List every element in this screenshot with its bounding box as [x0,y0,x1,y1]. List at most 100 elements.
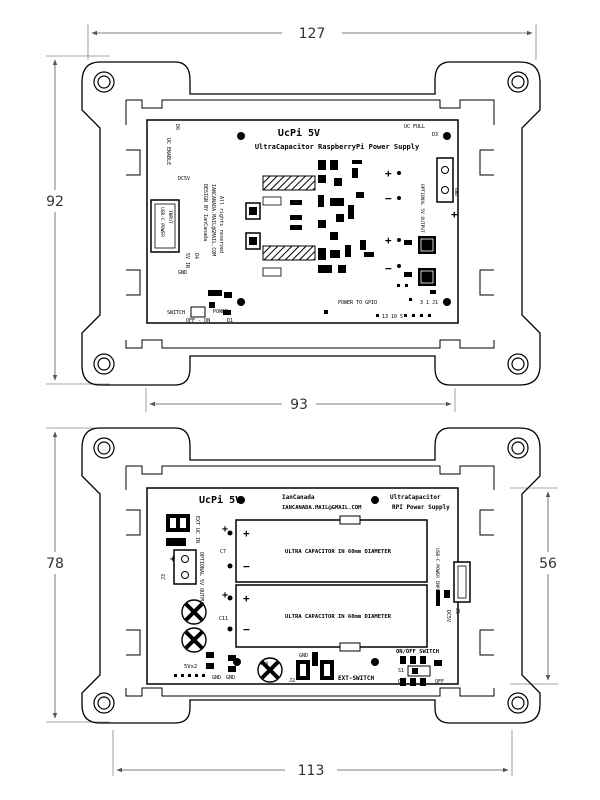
dim-top-height: 92 [46,55,110,385]
dim-label-78: 78 [46,556,64,572]
inner-rails-top [125,99,495,349]
j3-label: J3 [161,574,167,580]
pcb-bottom-content: UcPi 5V IanCanada IANCANADA.MAIL@GMAIL.C… [161,494,471,686]
dim-top-inner: 93 [145,388,456,413]
dim-label-127: 127 [299,26,326,42]
bottom-author: IanCanada [282,494,315,501]
inner-rails-bottom [125,465,495,697]
case-outline-top [81,61,541,386]
pcb-top [146,119,459,324]
c7-plus: + [222,524,228,535]
dim-bottom-width: 113 [112,730,513,779]
power-to-gpio-label: POWER TO GPIO [338,300,377,306]
gnd-pads [174,652,236,677]
top-email: IANCANADA.MAIL@GMAIL.COM [210,184,216,256]
d1-label: D1 [227,318,233,324]
case-outline-bottom [81,427,541,724]
c5v2-label: 5Vx2 [184,664,197,670]
on-off-switch-label: ON/OFF SWITCH [396,649,439,655]
bottom-terminal-j3 [173,549,197,585]
inductors [245,202,261,250]
top-output-plus: + [451,208,458,221]
dim-label-113: 113 [298,763,325,779]
uc-full-label: UC FULL [404,124,425,130]
d3-label: D3 [432,132,438,138]
usb-c-connector-bottom [453,561,471,603]
usb-c-power-label: USB-C POWER [159,207,165,237]
gnd-label-c: GND [299,653,308,659]
vin-5v-label: 5V IN [184,253,190,268]
top-subtitle: UltraCapacitor RaspberryPi Power Supply [255,143,420,151]
off-label: OFF [435,679,444,685]
usb-c-connector [150,199,180,253]
top-plus-1: + [385,167,392,180]
bottom-dc5v-label: DC5V [445,610,451,622]
cap2-plus: + [243,592,250,605]
rights-label: All rights reserved [218,196,224,253]
j5-label: J5 [454,608,460,614]
dim-bottom-inner-height: 56 [510,487,558,685]
uc-enable-label: UC ENABLE [165,138,171,165]
top-terminal-block [436,157,454,203]
j1-numbers: 3 1 J1 [420,300,438,306]
dim-label-93: 93 [290,397,308,413]
on-off-switch [407,665,431,677]
top-minus-2: − [385,262,392,275]
bottom-view: 78 56 113 [46,427,558,779]
bottom-product-2: RPI Power Supply [392,504,450,511]
top-optional-output-label: OPTIONAL 5V OUTPUT [419,184,425,233]
hatched-resistor-1 [262,175,316,191]
gnd-label-a: GND [212,675,221,681]
top-dc5v-label: DC5V [178,176,190,182]
c7-label: C7 [220,549,226,555]
dim-top-width: 127 [87,24,537,60]
top-gnd-left: GND [178,270,187,276]
usb-c-power-input-label: USB-C POWER INPUT [434,548,440,594]
on-label: ON [398,679,404,685]
ext-uc-in-label: EXT UC IN [194,516,200,543]
d6-label: D6 [174,124,180,130]
pcb-top-content: UcPi 5V UltraCapacitor RaspberryPi Power… [150,124,459,324]
d4-label: D4 [193,253,199,259]
power-label: POWER [213,309,229,315]
bottom-email: IANCANADA.MAIL@GMAIL.COM [282,505,362,511]
mount-holes-top [93,71,529,375]
j2-label: J2 [289,678,295,684]
ultracap-2-label: ULTRA CAPACITOR IN 60mm DIAMETER [285,614,392,620]
gnd-label-b: GND [226,675,235,681]
top-gnd-right: GND [453,188,459,196]
usb-input-label: INPUT [167,210,173,224]
bottom-title: UcPi 5V [199,494,241,506]
electrolytic-caps [181,599,283,683]
ultracap-1-label: ULTRA CAPACITOR IN 60mm DIAMETER [285,549,392,555]
gpio-numbers: 13 10 5 [382,314,403,320]
j3-plus: + [170,554,176,565]
off-on-label: OFF - ON [186,318,210,324]
ultracap-2 [235,584,428,648]
c11-label: C11 [219,616,228,622]
smd-cluster-top [290,160,366,273]
ultracap-1 [235,519,428,583]
c11-plus: + [222,590,228,601]
c10-label: C10 [260,661,268,667]
s1-label: S1 [398,668,404,674]
hatched-resistor-2 [262,245,316,261]
top-view: 127 92 93 [46,24,541,413]
switch-label: SWITCH [167,310,185,316]
mount-holes-bottom [93,437,529,714]
dim-label-56: 56 [539,556,557,572]
top-minus-1: − [385,192,392,205]
design-by-label: DESIGN BY IanCanada [202,184,208,241]
cap1-plus: + [243,527,250,540]
top-title: UcPi 5V [278,127,320,139]
top-plus-2: + [385,234,392,247]
bottom-optional-output: OPTIONAL 5V OUTPUT [198,552,204,606]
bottom-product-1: UltraCapacitor [390,494,441,501]
gpio-pins [324,284,436,317]
cap1-minus: − [243,560,250,573]
ext-switch-label: EXT-SWITCH [338,675,375,682]
cap2-minus: − [243,623,250,636]
dim-label-92: 92 [46,194,64,210]
ic-chips-top [364,236,436,286]
